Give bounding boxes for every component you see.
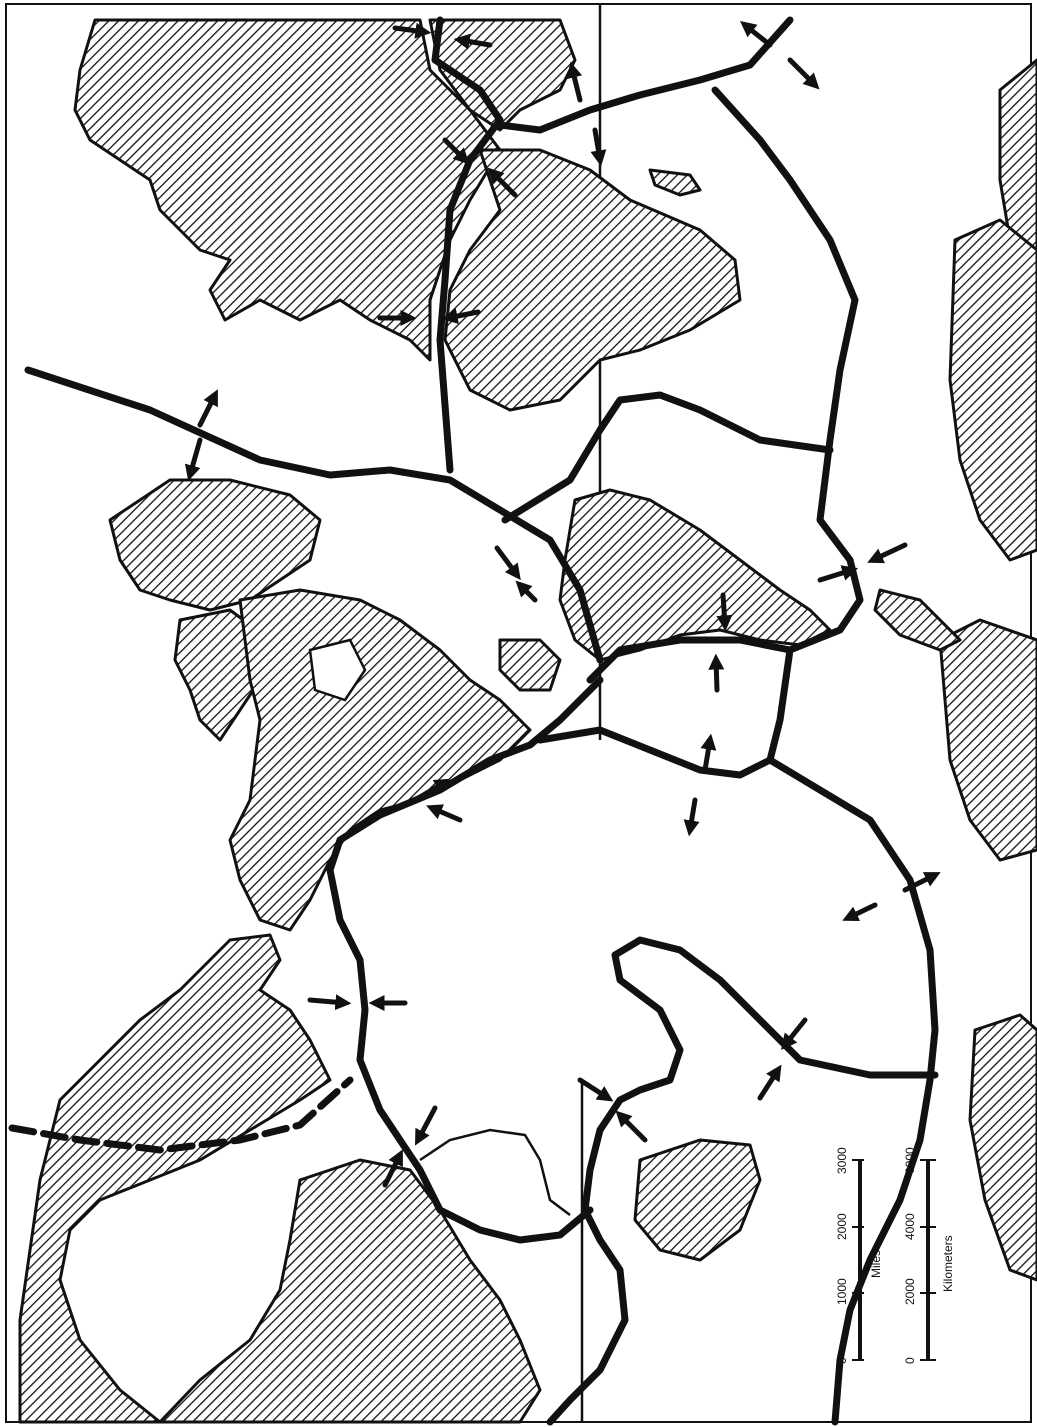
plate-motion-arrow-icon bbox=[781, 1017, 808, 1050]
plate-motion-arrow-icon bbox=[382, 1149, 403, 1188]
plate-motion-arrow-icon bbox=[683, 797, 700, 837]
islands-southwest-pacific bbox=[873, 588, 962, 652]
landmass-eurasia bbox=[73, 18, 502, 362]
plate-motion-arrow-icon bbox=[787, 57, 820, 90]
lake-hudson-bay bbox=[308, 638, 367, 702]
landmass-central-america bbox=[498, 638, 562, 692]
plate-motion-arrow-icon bbox=[817, 565, 859, 583]
plate-motion-arrow-icon bbox=[426, 804, 463, 823]
scale-miles-tick-2: 2000 bbox=[835, 1213, 849, 1240]
plate-motion-arrow-icon bbox=[566, 61, 583, 103]
plate-boundary-7 bbox=[536, 646, 794, 779]
island-madagascar bbox=[648, 168, 702, 197]
scale-km-tick-3: 6000 bbox=[903, 1147, 917, 1174]
landmass-antarctica-bottom bbox=[968, 1013, 1037, 1282]
plate-motion-arrow-icon bbox=[392, 22, 432, 39]
plate-motion-arrows bbox=[184, 21, 941, 1188]
plate-motion-arrow-icon bbox=[453, 33, 493, 50]
plate-motion-arrow-icon bbox=[197, 389, 218, 428]
plate-motion-arrow-icon bbox=[700, 733, 717, 773]
landmass-south-america bbox=[18, 933, 332, 1424]
scale-bar: 0 1000 2000 3000 Miles 0 2000 4000 6000 … bbox=[835, 1147, 955, 1364]
landmass-greenland bbox=[108, 478, 322, 612]
scale-km-tick-2: 4000 bbox=[903, 1213, 917, 1240]
scale-kilometers-label: Kilometers bbox=[941, 1235, 955, 1292]
plate-motion-arrow-icon bbox=[902, 872, 941, 893]
scale-miles-tick-3: 3000 bbox=[835, 1147, 849, 1174]
plate-motion-arrow-icon bbox=[307, 994, 352, 1011]
plate-boundary-3 bbox=[496, 16, 794, 134]
plate-motion-arrow-icon bbox=[442, 137, 470, 165]
plate-motion-arrow-icon bbox=[716, 592, 733, 632]
scale-miles-label: Miles bbox=[869, 1250, 883, 1278]
plate-boundary-9 bbox=[546, 936, 939, 1426]
plate-motion-arrow-icon bbox=[487, 167, 518, 198]
plate-motion-arrow-icon bbox=[412, 778, 451, 803]
plate-boundary-6 bbox=[326, 676, 604, 1244]
plate-motion-arrow-icon bbox=[740, 21, 773, 48]
plate-motion-arrow-icon bbox=[842, 902, 878, 922]
plate-motion-arrow-icon bbox=[494, 545, 521, 581]
landmass-antarctica-mid bbox=[948, 218, 1037, 562]
plate-motion-arrow-icon bbox=[757, 1064, 782, 1101]
scale-km-tick-1: 2000 bbox=[903, 1278, 917, 1305]
plate-boundary-5 bbox=[501, 391, 834, 524]
landmass-antarctica-south bbox=[938, 618, 1037, 862]
plate-motion-arrow-icon bbox=[708, 653, 725, 693]
plate-motion-arrow-icon bbox=[577, 1077, 614, 1102]
scale-km-tick-0: 0 bbox=[903, 1357, 917, 1364]
landmass-arabia-india bbox=[443, 148, 742, 412]
landmass-australia bbox=[633, 1138, 762, 1262]
scale-miles-tick-0: 0 bbox=[835, 1357, 849, 1364]
plate-motion-arrow-icon bbox=[867, 542, 908, 564]
plate-motion-arrow-icon bbox=[441, 308, 481, 324]
plate-motion-arrow-icon bbox=[615, 1110, 648, 1143]
plate-boundary-1 bbox=[24, 366, 604, 664]
plate-boundary-dashed bbox=[8, 1076, 354, 1154]
landmass-africa bbox=[558, 488, 832, 662]
plate-motion-arrow-icon bbox=[590, 127, 607, 167]
plate-motion-arrow-icon bbox=[515, 580, 538, 603]
plate-motion-arrow-icon bbox=[414, 1105, 438, 1146]
plate-motion-arrow-icon bbox=[184, 437, 203, 482]
scale-miles-tick-1: 1000 bbox=[835, 1278, 849, 1305]
plate-boundary-thin bbox=[419, 1128, 571, 1216]
landmass-antarctica-lower bbox=[158, 1158, 542, 1424]
plate-boundary-2 bbox=[431, 16, 504, 474]
plate-boundary-4 bbox=[586, 86, 864, 684]
plate-boundary-8 bbox=[766, 756, 939, 1426]
